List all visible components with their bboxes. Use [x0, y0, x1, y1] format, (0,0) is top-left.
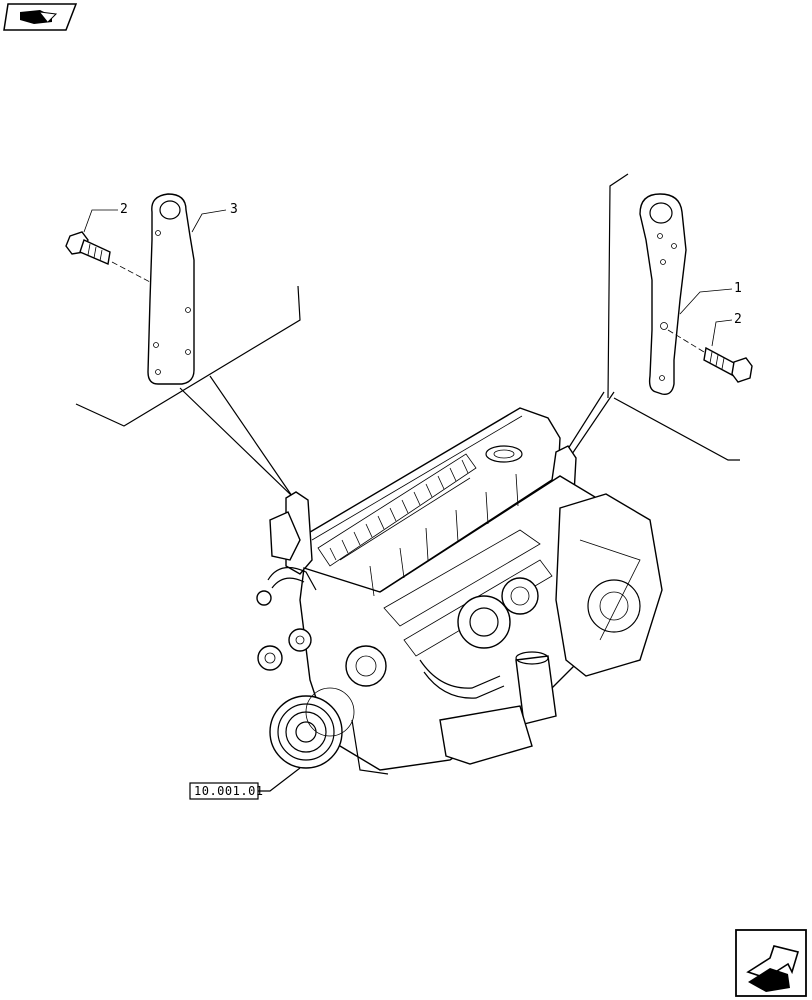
engine-illustration [256, 407, 663, 775]
callout-bracket-left: 3 [230, 202, 238, 217]
left-bolt [65, 231, 151, 283]
right-bracket [639, 193, 687, 395]
reference-box[interactable]: 10.001.01 [189, 782, 264, 800]
reference-label: 10.001.01 [194, 784, 264, 798]
right-bolt [667, 329, 753, 383]
callout-bolt-left: 2 [120, 202, 128, 217]
left-bracket [147, 193, 195, 385]
book-icon[interactable] [3, 3, 78, 31]
next-page-arrow-icon[interactable] [735, 929, 807, 997]
callout-bolt-right: 2 [734, 312, 742, 327]
callout-bracket-right: 1 [734, 281, 742, 296]
intake-hatching [317, 453, 477, 567]
